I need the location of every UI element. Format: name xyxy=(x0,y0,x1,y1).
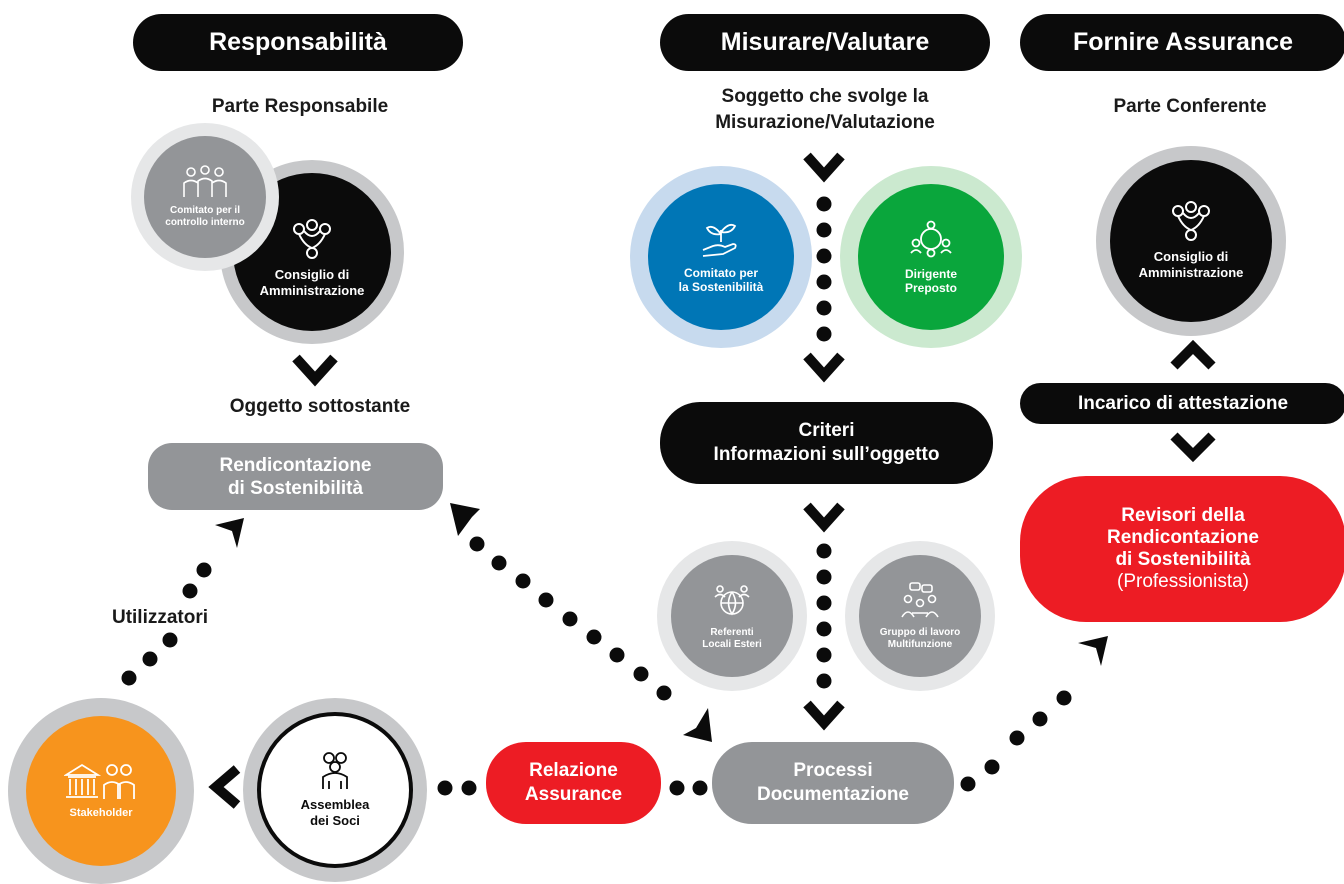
subtitle-utilizzatori: Utilizzatori xyxy=(111,607,209,628)
stakeholder-node: Stakeholder xyxy=(26,716,176,866)
users-icon xyxy=(322,752,348,790)
header-fornire-assurance: Fornire Assurance xyxy=(1020,14,1344,71)
connector-dot xyxy=(182,583,198,599)
connector-dot xyxy=(121,670,137,686)
connector-dot xyxy=(816,569,832,585)
arrowhead-icon xyxy=(450,503,480,536)
building-icon xyxy=(64,764,135,800)
connector-dot xyxy=(816,621,832,637)
connector-dot xyxy=(162,632,178,648)
connector-dot xyxy=(1032,711,1048,727)
subtitle-oggetto-sottostante: Oggetto sottostante xyxy=(229,396,411,417)
meeting-group-icon xyxy=(901,582,939,618)
header-misurare-valutare: Misurare/Valutare xyxy=(660,14,990,71)
connector-dot xyxy=(816,274,832,290)
connector-dot xyxy=(633,666,649,682)
comitato-controllo-node: Comitato per il controllo interno xyxy=(144,136,266,258)
connector-dot xyxy=(562,611,578,627)
arrow-down-icon xyxy=(292,354,338,387)
plant-hand-icon xyxy=(702,223,737,257)
referenti-node: Referenti Locali Esteri xyxy=(671,555,793,677)
connector-dot xyxy=(586,629,602,645)
connector-dot xyxy=(816,248,832,264)
relazione-assurance-node: Relazione Assurance xyxy=(486,742,661,824)
subtitle-parte-conferente: Parte Conferente xyxy=(1113,96,1267,117)
arrow-down-icon xyxy=(803,700,845,731)
connector-dot xyxy=(984,759,1000,775)
connector-dot xyxy=(609,647,625,663)
connector-dot xyxy=(816,196,832,212)
connector-dot xyxy=(816,595,832,611)
rendicontazione-node: Rendicontazione di Sostenibilità xyxy=(148,443,443,510)
assemblea-node: Assemblea dei Soci xyxy=(257,712,413,868)
revisori-node: Revisori della Rendicontazione di Sosten… xyxy=(1020,476,1344,622)
connector-dot xyxy=(816,673,832,689)
connector-dot xyxy=(1056,690,1072,706)
connector-dot xyxy=(437,780,453,796)
connector-dot xyxy=(816,543,832,559)
connector-dot xyxy=(461,780,477,796)
connector-dot xyxy=(538,592,554,608)
arrowhead-icon xyxy=(215,518,244,548)
connector-dot xyxy=(142,651,158,667)
connector-dot xyxy=(469,536,485,552)
processi-node: Processi Documentazione xyxy=(712,742,954,824)
arrow-down-icon xyxy=(803,152,845,183)
arrow-up-icon xyxy=(1170,339,1216,370)
arrowhead-icon xyxy=(683,708,712,742)
connector-dot xyxy=(816,647,832,663)
incarico-attestazione: Incarico di attestazione xyxy=(1020,383,1344,424)
subtitle-parte-responsabile: Parte Responsabile xyxy=(211,96,389,117)
gruppo-node: Gruppo di lavoro Multifunzione xyxy=(859,555,981,677)
arrow-down-icon xyxy=(803,352,845,383)
connector-dot xyxy=(491,555,507,571)
criteri-node: Criteri Informazioni sull’oggetto xyxy=(660,402,993,484)
dirigente-node: Dirigente Preposto xyxy=(858,184,1004,330)
arrowhead-icon xyxy=(1078,636,1108,666)
connector-dot xyxy=(196,562,212,578)
people-group-icon xyxy=(183,165,227,197)
arrow-left-icon xyxy=(208,765,241,809)
globe-people-icon xyxy=(714,585,750,616)
arrow-down-icon xyxy=(803,502,845,533)
comitato-sost-node: Comitato per la Sostenibilità xyxy=(648,184,794,330)
connector-dot xyxy=(692,780,708,796)
cda-right-node: Consiglio di Amministrazione xyxy=(1110,160,1272,322)
arrow-down-icon xyxy=(1170,432,1216,463)
connector-dot xyxy=(669,780,685,796)
connector-dot xyxy=(816,300,832,316)
connector-dot xyxy=(656,685,672,701)
header-responsabilita: Responsabilità xyxy=(133,14,463,71)
connector-dot xyxy=(1009,730,1025,746)
board-network-icon xyxy=(1172,201,1210,242)
connector-dot xyxy=(816,326,832,342)
connector-dot xyxy=(515,573,531,589)
team-network-icon xyxy=(910,220,952,258)
connector-dot xyxy=(960,776,976,792)
board-network-icon xyxy=(293,219,331,260)
connector-dot xyxy=(816,222,832,238)
subtitle-soggetto: Soggetto che svolge la Misurazione/Valut… xyxy=(715,86,935,133)
